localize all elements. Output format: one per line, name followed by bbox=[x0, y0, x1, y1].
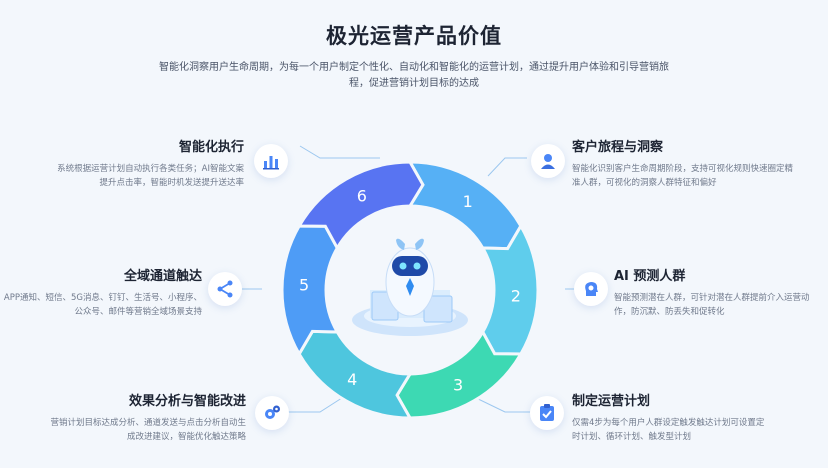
ring-segment-number: 5 bbox=[299, 275, 309, 294]
item-channel-desc: APP通知、短信、5G消息、钉钉、生活号、小程序、公众号、邮件等营销全域场景支持 bbox=[3, 293, 202, 317]
share-icon bbox=[217, 280, 233, 298]
item-analysis-title: 效果分析与智能改进 bbox=[128, 394, 246, 409]
checklist-icon bbox=[540, 404, 554, 421]
item-ai-title: AI 预测人群 bbox=[614, 269, 686, 284]
item-ai-desc: 智能预测潜在人群，可针对潜在人群提前介入运营动作，防沉默、防丢失和促转化 bbox=[614, 293, 810, 317]
share-icon-badge bbox=[208, 272, 242, 306]
bar-chart-icon bbox=[263, 156, 279, 170]
item-channel-title: 全域通道触达 bbox=[123, 269, 202, 284]
item-exec-desc: 系统根据运营计划自动执行各类任务；AI智能文案提升点击率，智能时机发送提升送达率 bbox=[57, 164, 244, 188]
checklist-icon-badge bbox=[530, 396, 564, 430]
ring-segment-number: 3 bbox=[453, 375, 463, 394]
ai-head-icon-badge bbox=[574, 272, 608, 306]
item-analysis-desc: 营销计划目标达成分析、通道发送与点击分析自动生成改进建议，智能优化触达策略 bbox=[50, 418, 246, 442]
item-analysis: 效果分析与智能改进 营销计划目标达成分析、通道发送与点击分析自动生成改进建议，智… bbox=[18, 390, 246, 444]
gears-icon-badge bbox=[255, 396, 289, 430]
item-journey-desc: 智能化识别客户生命周期阶段，支持可视化规则快速圈定精准人群，可视化的洞察人群特征… bbox=[572, 164, 794, 188]
page-title: 极光运营产品价值 bbox=[326, 24, 502, 48]
person-icon-badge bbox=[531, 144, 565, 178]
item-ai: AI 预测人群 智能预测潜在人群，可针对潜在人群提前介入运营动作，防沉默、防丢失… bbox=[614, 265, 828, 319]
bar-chart-icon-badge bbox=[254, 144, 288, 178]
item-exec: 智能化执行 系统根据运营计划自动执行各类任务；AI智能文案提升点击率，智能时机发… bbox=[16, 136, 244, 190]
item-plan-desc: 仅需4步为每个用户人群设定触发触达计划可设置定时计划、循环计划、触发型计划 bbox=[572, 418, 765, 442]
item-plan-title: 制定运营计划 bbox=[572, 394, 651, 409]
item-journey-title: 客户旅程与洞察 bbox=[572, 140, 664, 155]
item-channel: 全域通道触达 APP通知、短信、5G消息、钉钉、生活号、小程序、公众号、邮件等营… bbox=[0, 265, 202, 319]
item-exec-title: 智能化执行 bbox=[178, 140, 244, 155]
item-plan: 制定运营计划 仅需4步为每个用户人群设定触发触达计划可设置定时计划、循环计划、触… bbox=[572, 390, 800, 444]
item-journey: 客户旅程与洞察 智能化识别客户生命周期阶段，支持可视化规则快速圈定精准人群，可视… bbox=[572, 136, 800, 190]
ring-segment-number: 6 bbox=[357, 187, 367, 206]
person-icon bbox=[541, 154, 555, 169]
ring-segment-number: 4 bbox=[347, 370, 357, 389]
robot-mascot bbox=[352, 238, 468, 336]
ring-segment-number: 2 bbox=[511, 287, 521, 306]
gears-icon bbox=[265, 405, 280, 419]
ai-head-icon bbox=[585, 282, 598, 296]
ring-segment-number: 1 bbox=[463, 192, 473, 211]
ring-segment-6 bbox=[296, 160, 425, 252]
page-subtitle: 智能化洞察用户生命周期，为每一个用户制定个性化、自动化和智能化的运营计划，通过提… bbox=[159, 62, 669, 89]
